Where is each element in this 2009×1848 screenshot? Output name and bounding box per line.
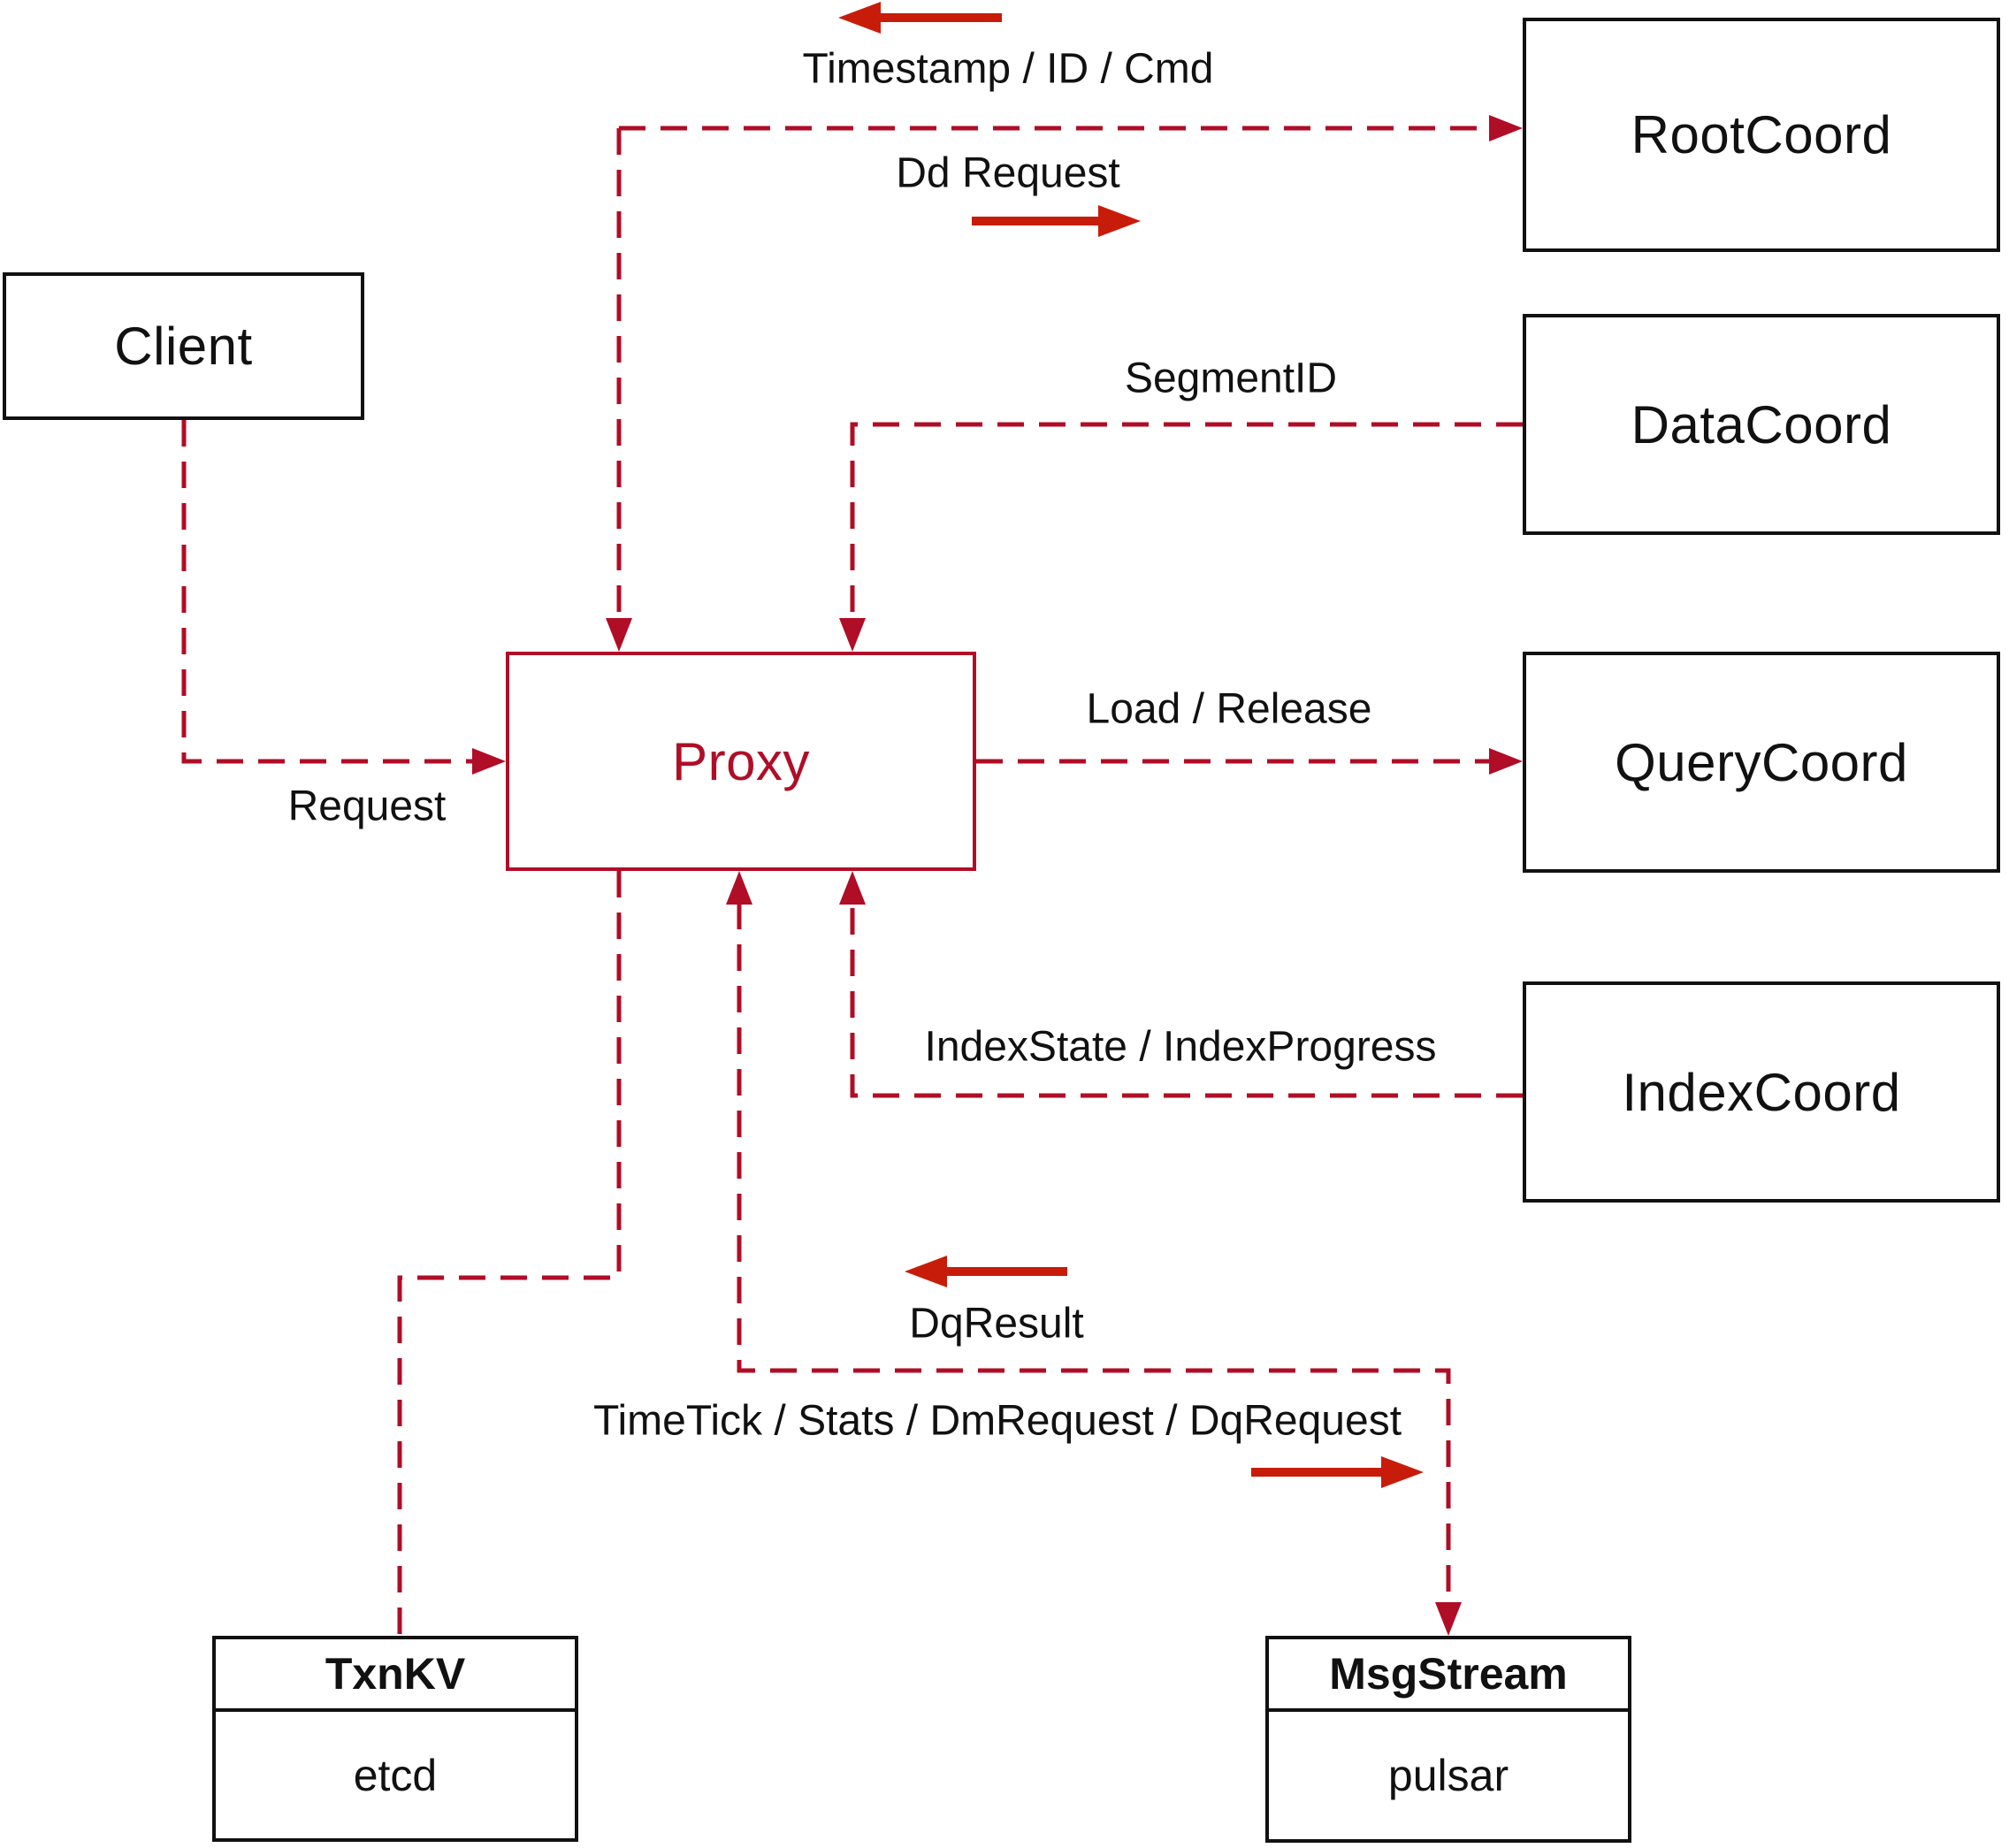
arrowhead-right-icon <box>472 748 506 775</box>
direction-arrow-right-icon <box>1251 1456 1424 1488</box>
node-client: Client <box>3 272 364 420</box>
arrowhead-down-icon <box>1435 1602 1462 1636</box>
node-txnkv: TxnKV etcd <box>212 1636 578 1842</box>
arrowhead-down-icon <box>606 618 632 652</box>
node-indexcoord-label: IndexCoord <box>1622 1062 1901 1122</box>
node-client-label: Client <box>114 317 253 376</box>
node-msgstream: MsgStream pulsar <box>1265 1636 1631 1843</box>
arrowhead-up-icon <box>839 871 866 905</box>
node-msgstream-subtitle: pulsar <box>1387 1751 1509 1800</box>
arrowhead-right-icon <box>1489 115 1523 141</box>
node-indexcoord: IndexCoord <box>1523 981 2000 1203</box>
edge-label-dd-request: Dd Request <box>896 149 1120 197</box>
edge-proxy-msgstream <box>726 871 1462 1636</box>
node-proxy: Proxy <box>506 652 976 871</box>
edge-label-request: Request <box>287 783 447 830</box>
node-datacoord: DataCoord <box>1523 314 2000 535</box>
node-rootcoord-label: RootCoord <box>1631 105 1892 164</box>
edge-indexcoord-to-proxy <box>839 871 1523 1098</box>
node-msgstream-title: MsgStream <box>1269 1639 1628 1712</box>
node-datacoord-label: DataCoord <box>1631 394 1892 454</box>
node-proxy-label: Proxy <box>672 731 810 791</box>
node-querycoord-label: QueryCoord <box>1615 732 1908 792</box>
node-rootcoord: RootCoord <box>1523 18 2000 252</box>
edge-label-timetick-stats-dmrequest-dqrequest: TimeTick / Stats / DmRequest / DqRequest <box>592 1397 1402 1445</box>
direction-arrow-left-icon <box>838 2 1002 34</box>
edge-proxy-rootcoord <box>606 115 1523 652</box>
edge-client-to-proxy <box>181 420 506 775</box>
direction-arrow-right-icon <box>972 205 1141 237</box>
node-querycoord: QueryCoord <box>1523 652 2000 873</box>
edge-label-dqresult: DqResult <box>909 1300 1084 1348</box>
edge-label-segmentid: SegmentID <box>1124 355 1338 402</box>
edge-label-load-release: Load / Release <box>1086 685 1372 733</box>
edge-datacoord-to-proxy <box>839 422 1523 652</box>
edge-proxy-txnkv <box>397 871 622 1636</box>
arrowhead-down-icon <box>839 618 866 652</box>
edge-proxy-to-querycoord <box>976 748 1523 775</box>
direction-arrow-left-icon <box>905 1256 1067 1287</box>
node-txnkv-title: TxnKV <box>216 1639 575 1712</box>
arrowhead-right-icon <box>1489 748 1523 775</box>
arrowhead-up-icon <box>726 871 752 905</box>
node-txnkv-subtitle: etcd <box>353 1750 438 1800</box>
edge-label-indexstate-indexprogress: IndexState / IndexProgress <box>924 1023 1437 1071</box>
edge-label-timestamp-id-cmd: Timestamp / ID / Cmd <box>802 45 1214 93</box>
